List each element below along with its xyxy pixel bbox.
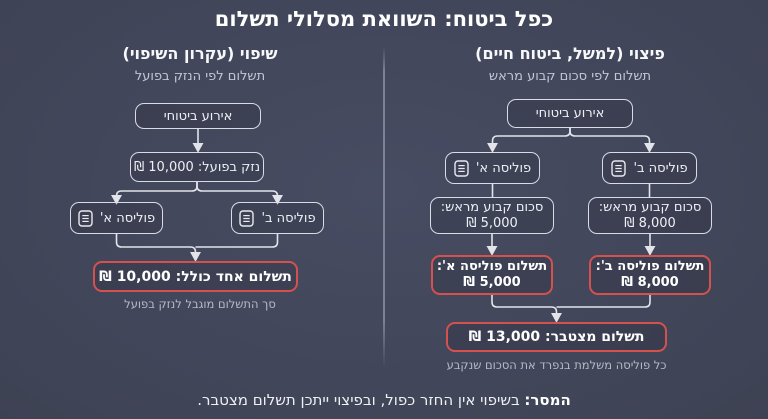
payment-a-value: 5,000 ₪ xyxy=(463,275,521,290)
compensation-policy-b-node: פוליסה ב' xyxy=(602,152,697,184)
compensation-event-label: אירוע ביטוחי xyxy=(535,106,605,121)
compensation-policy-b-label: פוליסה ב' xyxy=(633,160,688,176)
indemnity-total-label: תשלום אחד כולל: 10,000 ₪ xyxy=(99,268,292,285)
compensation-total-node: תשלום מצטבר: 13,000 ₪ xyxy=(446,322,667,352)
indemnity-damage-node: נזק בפועל: 10,000 ₪ xyxy=(130,152,264,182)
indemnity-damage-label: נזק בפועל: 10,000 ₪ xyxy=(133,159,261,175)
indemnity-event-label: אירוע ביטוחי xyxy=(163,108,233,124)
compensation-caption: כל פוליסה משלמת בנפרד את הסכום שנקבע xyxy=(446,358,667,372)
compensation-policy-a-node: פוליסה א' xyxy=(445,152,540,184)
indemnity-policy-b-node: פוליסה ב' xyxy=(231,202,324,234)
document-icon xyxy=(239,209,255,227)
payment-a-label: תשלום פוליסה א': xyxy=(436,259,548,274)
page-title: כפל ביטוח: השוואת מסלולי תשלום xyxy=(214,7,554,31)
fixed-amount-b-value: 8,000 ₪ xyxy=(624,215,676,231)
payment-b-label: תשלום פוליסה ב': xyxy=(595,259,705,274)
indemnity-policy-a-node: פוליסה א' xyxy=(70,202,163,234)
footer-label: המסר: xyxy=(524,391,571,409)
indemnity-policy-a-label: פוליסה א' xyxy=(99,210,156,226)
compensation-heading: פיצוי (למשל, ביטוח חיים) xyxy=(475,44,665,63)
compensation-payment-a-node: תשלום פוליסה א': 5,000 ₪ xyxy=(431,255,553,295)
document-icon xyxy=(454,159,469,177)
payment-b-value: 8,000 ₪ xyxy=(621,275,679,290)
indemnity-total-node: תשלום אחד כולל: 10,000 ₪ xyxy=(93,261,298,292)
compensation-fixed-a-node: סכום קבוע מראש: 5,000 ₪ xyxy=(430,197,554,234)
column-divider xyxy=(383,46,385,368)
document-icon xyxy=(78,209,93,227)
compensation-fixed-b-node: סכום קבוע מראש: 8,000 ₪ xyxy=(588,197,712,234)
document-icon xyxy=(611,159,627,177)
footer-message: המסר: בשיפוי אין החזר כפול, ובפיצוי ייתכ… xyxy=(0,391,768,409)
compensation-total-label: תשלום מצטבר: 13,000 ₪ xyxy=(468,329,645,345)
indemnity-policy-b-label: פוליסה ב' xyxy=(261,210,316,226)
indemnity-heading: שיפוי (עקרון השיפוי) xyxy=(122,44,278,63)
compensation-policy-a-label: פוליסה א' xyxy=(475,160,532,176)
indemnity-subheading: תשלום לפי הנזק בפועל xyxy=(134,69,266,84)
fixed-amount-a-value: 5,000 ₪ xyxy=(466,215,518,231)
compensation-subheading: תשלום לפי סכום קבוע מראש xyxy=(488,69,652,84)
indemnity-caption: סך התשלום מוגבל לנזק בפועל xyxy=(124,297,276,311)
indemnity-event-node: אירוע ביטוחי xyxy=(135,103,261,129)
footer-text: בשיפוי אין החזר כפול, ובפיצוי ייתכן תשלו… xyxy=(197,391,525,409)
compensation-event-node: אירוע ביטוחי xyxy=(507,99,633,128)
fixed-amount-b-label: סכום קבוע מראש: xyxy=(598,199,702,215)
fixed-amount-a-label: סכום קבוע מראש: xyxy=(440,199,544,215)
compensation-payment-b-node: תשלום פוליסה ב': 8,000 ₪ xyxy=(589,255,711,295)
